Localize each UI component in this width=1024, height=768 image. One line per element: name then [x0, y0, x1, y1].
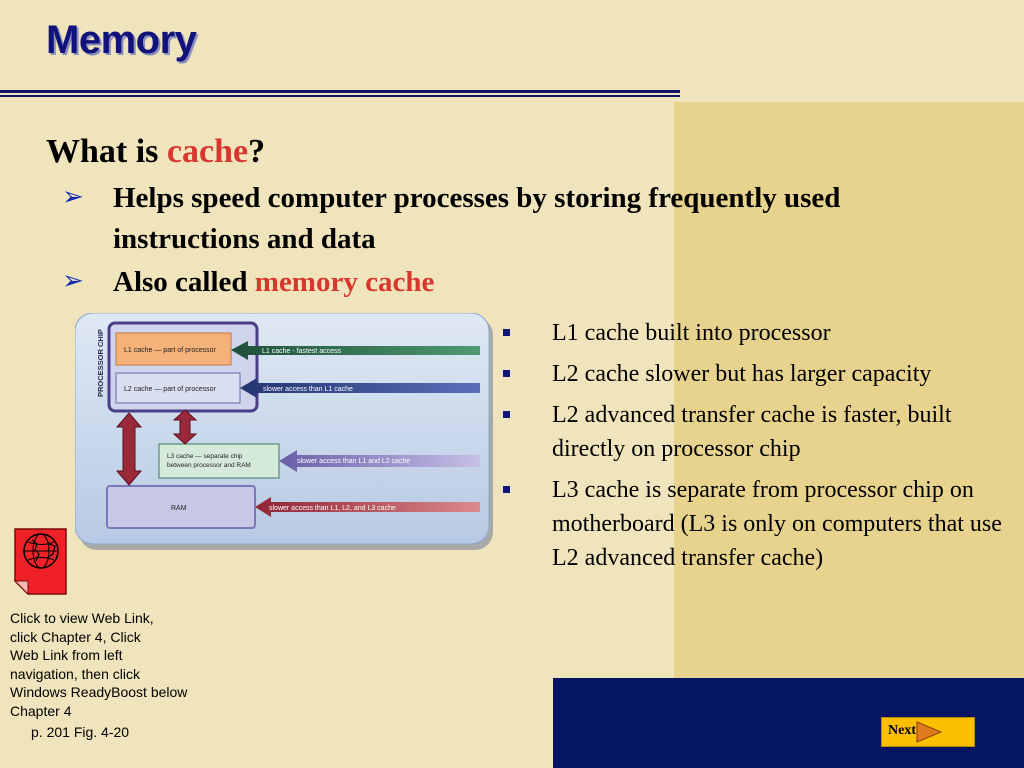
bullet-2-highlight: memory cache	[254, 266, 435, 298]
ram-access-label: slower access than L1, L2, and L3 cache	[269, 505, 396, 512]
list-item-text: L1 cache built into processor	[552, 320, 831, 346]
title-rule-top	[0, 90, 680, 93]
main-bullet-1: Helps speed computer processes by storin…	[113, 182, 841, 255]
weblink-line: Web Link from left	[10, 647, 123, 663]
list-item: L1 cache built into processor	[500, 316, 1010, 350]
l2-access-arrow	[240, 378, 480, 398]
weblink-line: click Chapter 4, Click	[10, 628, 141, 645]
figure-reference: p. 201 Fig. 4-20	[31, 724, 130, 740]
cache-diagram: PROCESSOR CHIP L1 cache — part of proces…	[75, 313, 493, 550]
cache-levels-list: L1 cache built into processor L2 cache s…	[500, 316, 1010, 582]
weblink-line: Windows ReadyBoost below	[10, 684, 188, 700]
list-item: L2 advanced transfer cache is faster, bu…	[500, 398, 1010, 466]
l1-access-arrow	[231, 341, 480, 360]
next-button-label: Next	[888, 723, 916, 738]
l2-access-label: slower access than L1 cache	[263, 386, 353, 393]
l2-cache-box	[115, 372, 241, 404]
list-item: L3 cache is separate from processor chip…	[500, 473, 1010, 575]
l1-access-label: L1 cache - fastest access	[262, 348, 341, 355]
right-accent-panel	[674, 102, 1024, 678]
l3-access-label: slower access than L1 and L2 cache	[297, 458, 410, 465]
square-bullet-icon	[503, 370, 510, 377]
square-bullet-icon	[503, 486, 510, 493]
question-prefix: What is	[46, 133, 167, 170]
slide-title: Memory	[46, 18, 197, 62]
square-bullet-icon	[503, 329, 510, 336]
question-highlight: cache	[166, 133, 249, 170]
list-item-text: L2 advanced transfer cache is faster, bu…	[552, 402, 952, 462]
arrow-bullet-icon: ➢	[62, 182, 84, 211]
globe-page-icon[interactable]	[14, 528, 67, 595]
weblink-instructions: Click to view Web Link, click Chapter 4,…	[10, 609, 200, 720]
l2-cache-label: L2 cache — part of processor	[124, 386, 216, 393]
l3-access-arrow	[279, 450, 480, 472]
l3-cache-label-line-2: between processor and RAM	[167, 462, 251, 469]
l1-cache-box	[115, 332, 232, 366]
ram-processor-double-arrow	[115, 412, 143, 486]
square-bullet-icon	[503, 411, 510, 418]
weblink-line: Chapter 4	[10, 702, 72, 719]
l3-cache-label-line-1: L3 cache — separate chip	[167, 453, 243, 460]
weblink-line: Click to view Web Link,	[10, 610, 154, 626]
arrow-bullet-icon: ➢	[62, 266, 84, 295]
bullet-2-prefix: Also called	[113, 266, 255, 298]
list-item: L2 cache slower but has larger capacity	[500, 357, 1010, 391]
weblink-line: navigation, then click	[10, 665, 140, 682]
l1-cache-label: L1 cache — part of processor	[124, 347, 216, 354]
main-bullet-2: Also called memory cache	[113, 262, 434, 303]
next-button[interactable]: Next	[881, 717, 975, 747]
title-rule-bottom	[0, 95, 680, 97]
list-item-text: L2 cache slower but has larger capacity	[552, 361, 932, 387]
processor-l3-double-arrow	[172, 409, 198, 445]
question-heading: What is cache?	[46, 133, 265, 171]
arrow-right-icon	[916, 721, 942, 743]
l3-cache-box	[158, 443, 280, 479]
list-item-text: L3 cache is separate from processor chip…	[552, 477, 1002, 571]
question-suffix: ?	[248, 133, 266, 170]
l3-cache-label: L3 cache — separate chip between process…	[167, 453, 251, 469]
processor-chip-label: PROCESSOR CHIP	[96, 329, 105, 397]
ram-access-arrow	[255, 497, 480, 517]
ram-label: RAM	[171, 505, 187, 512]
